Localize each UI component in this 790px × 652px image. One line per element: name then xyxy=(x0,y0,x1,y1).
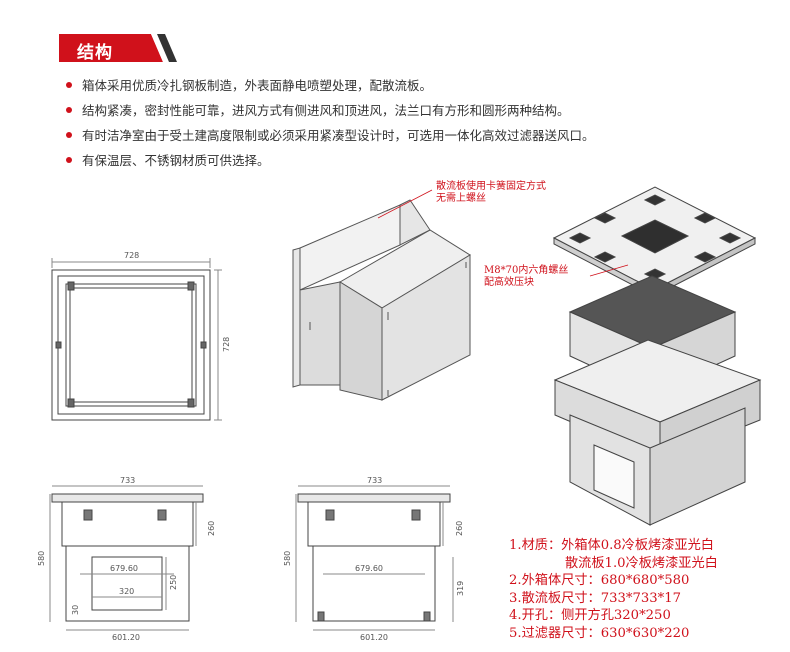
box-isometric-drawing xyxy=(292,199,471,401)
annotation-diffuser: 散流板使用卡簧固定方式 无需上螺丝 xyxy=(436,181,546,205)
annotation-leader-line xyxy=(377,189,433,219)
dim-side1-height: 580 xyxy=(37,551,46,566)
dim-side2-width: 733 xyxy=(367,476,382,485)
bullet-dot-icon xyxy=(66,132,72,138)
top-view-drawing xyxy=(51,258,222,421)
bullet-dot-icon xyxy=(66,157,72,163)
list-item: 有保温层、不锈钢材质可供选择。 xyxy=(64,153,764,178)
bullet-dot-icon xyxy=(66,82,72,88)
spec-item: 2.外箱体尺寸：680*680*580 xyxy=(509,573,690,588)
bullet-text: 结构紧凑，密封性能可靠，进风方式有侧进风和顶进风，法兰口有方形和圆形两种结构。 xyxy=(82,103,570,118)
dim-side1-flange: 260 xyxy=(207,521,216,536)
dim-side1-width: 733 xyxy=(120,476,135,485)
dim-side2-height: 580 xyxy=(283,551,292,566)
dim-top-width: 728 xyxy=(124,251,139,260)
section-title: 结构 xyxy=(77,43,113,63)
dim-side2-right: 319 xyxy=(456,581,465,596)
dim-side2-base: 601.20 xyxy=(360,633,388,642)
annotation-text: 散流板使用卡簧固定方式 xyxy=(436,181,546,192)
list-item: 有时洁净室由于受土建高度限制或必须采用紧凑型设计时，可选用一体化高效过滤器送风口… xyxy=(64,128,764,153)
dim-bottom-offset: 30 xyxy=(71,605,80,615)
spec-item: 1.材质：外箱体0.8冷板烤漆亚光白 xyxy=(509,538,714,553)
dim-top-height: 728 xyxy=(222,337,231,352)
dim-side1-base: 601.20 xyxy=(112,633,140,642)
spec-item: 4.开孔：侧开方孔320*250 xyxy=(509,608,671,623)
annotation-text: 配高效压块 xyxy=(484,277,534,288)
bullet-dot-icon xyxy=(66,107,72,113)
annotation-filter: M8*70内六角螺丝 配高效压块 xyxy=(484,265,568,289)
dim-opening-height: 250 xyxy=(169,575,178,590)
dim-side1-inner: 679.60 xyxy=(110,564,138,573)
spec-item: 散流板1.0冷板烤漆亚光白 xyxy=(565,555,718,571)
list-item: 结构紧凑，密封性能可靠，进风方式有侧进风和顶进风，法兰口有方形和圆形两种结构。 xyxy=(64,103,764,128)
list-item: 箱体采用优质冷扎钢板制造，外表面静电喷塑处理，配散流板。 xyxy=(64,78,764,103)
bullet-text: 有时洁净室由于受土建高度限制或必须采用紧凑型设计时，可选用一体化高效过滤器送风口… xyxy=(82,128,595,143)
dim-side2-flange: 260 xyxy=(455,521,464,536)
annotation-text: M8*70内六角螺丝 xyxy=(484,265,569,276)
spec-item: 5.过滤器尺寸：630*630*220 xyxy=(509,625,690,641)
spec-list: 1.材质：外箱体0.8冷板烤漆亚光白 散流板1.0冷板烤漆亚光白 2.外箱体尺寸… xyxy=(509,537,718,642)
spec-item: 3.散流板尺寸：733*733*17 xyxy=(509,590,682,606)
side-view-2-drawing xyxy=(295,485,454,631)
dim-opening-width: 320 xyxy=(119,587,134,596)
exploded-view-drawing xyxy=(552,186,762,526)
dim-side2-inner: 679.60 xyxy=(355,564,383,573)
feature-list: 箱体采用优质冷扎钢板制造，外表面静电喷塑处理，配散流板。 结构紧凑，密封性能可靠… xyxy=(64,78,764,178)
bullet-text: 有保温层、不锈钢材质可供选择。 xyxy=(82,153,270,168)
side-view-1-drawing xyxy=(49,485,204,631)
bullet-text: 箱体采用优质冷扎钢板制造，外表面静电喷塑处理，配散流板。 xyxy=(82,78,433,93)
section-header: 结构 xyxy=(59,34,179,63)
header-banner xyxy=(59,34,177,62)
annotation-leader-line xyxy=(589,264,629,277)
annotation-text: 无需上螺丝 xyxy=(436,193,486,204)
